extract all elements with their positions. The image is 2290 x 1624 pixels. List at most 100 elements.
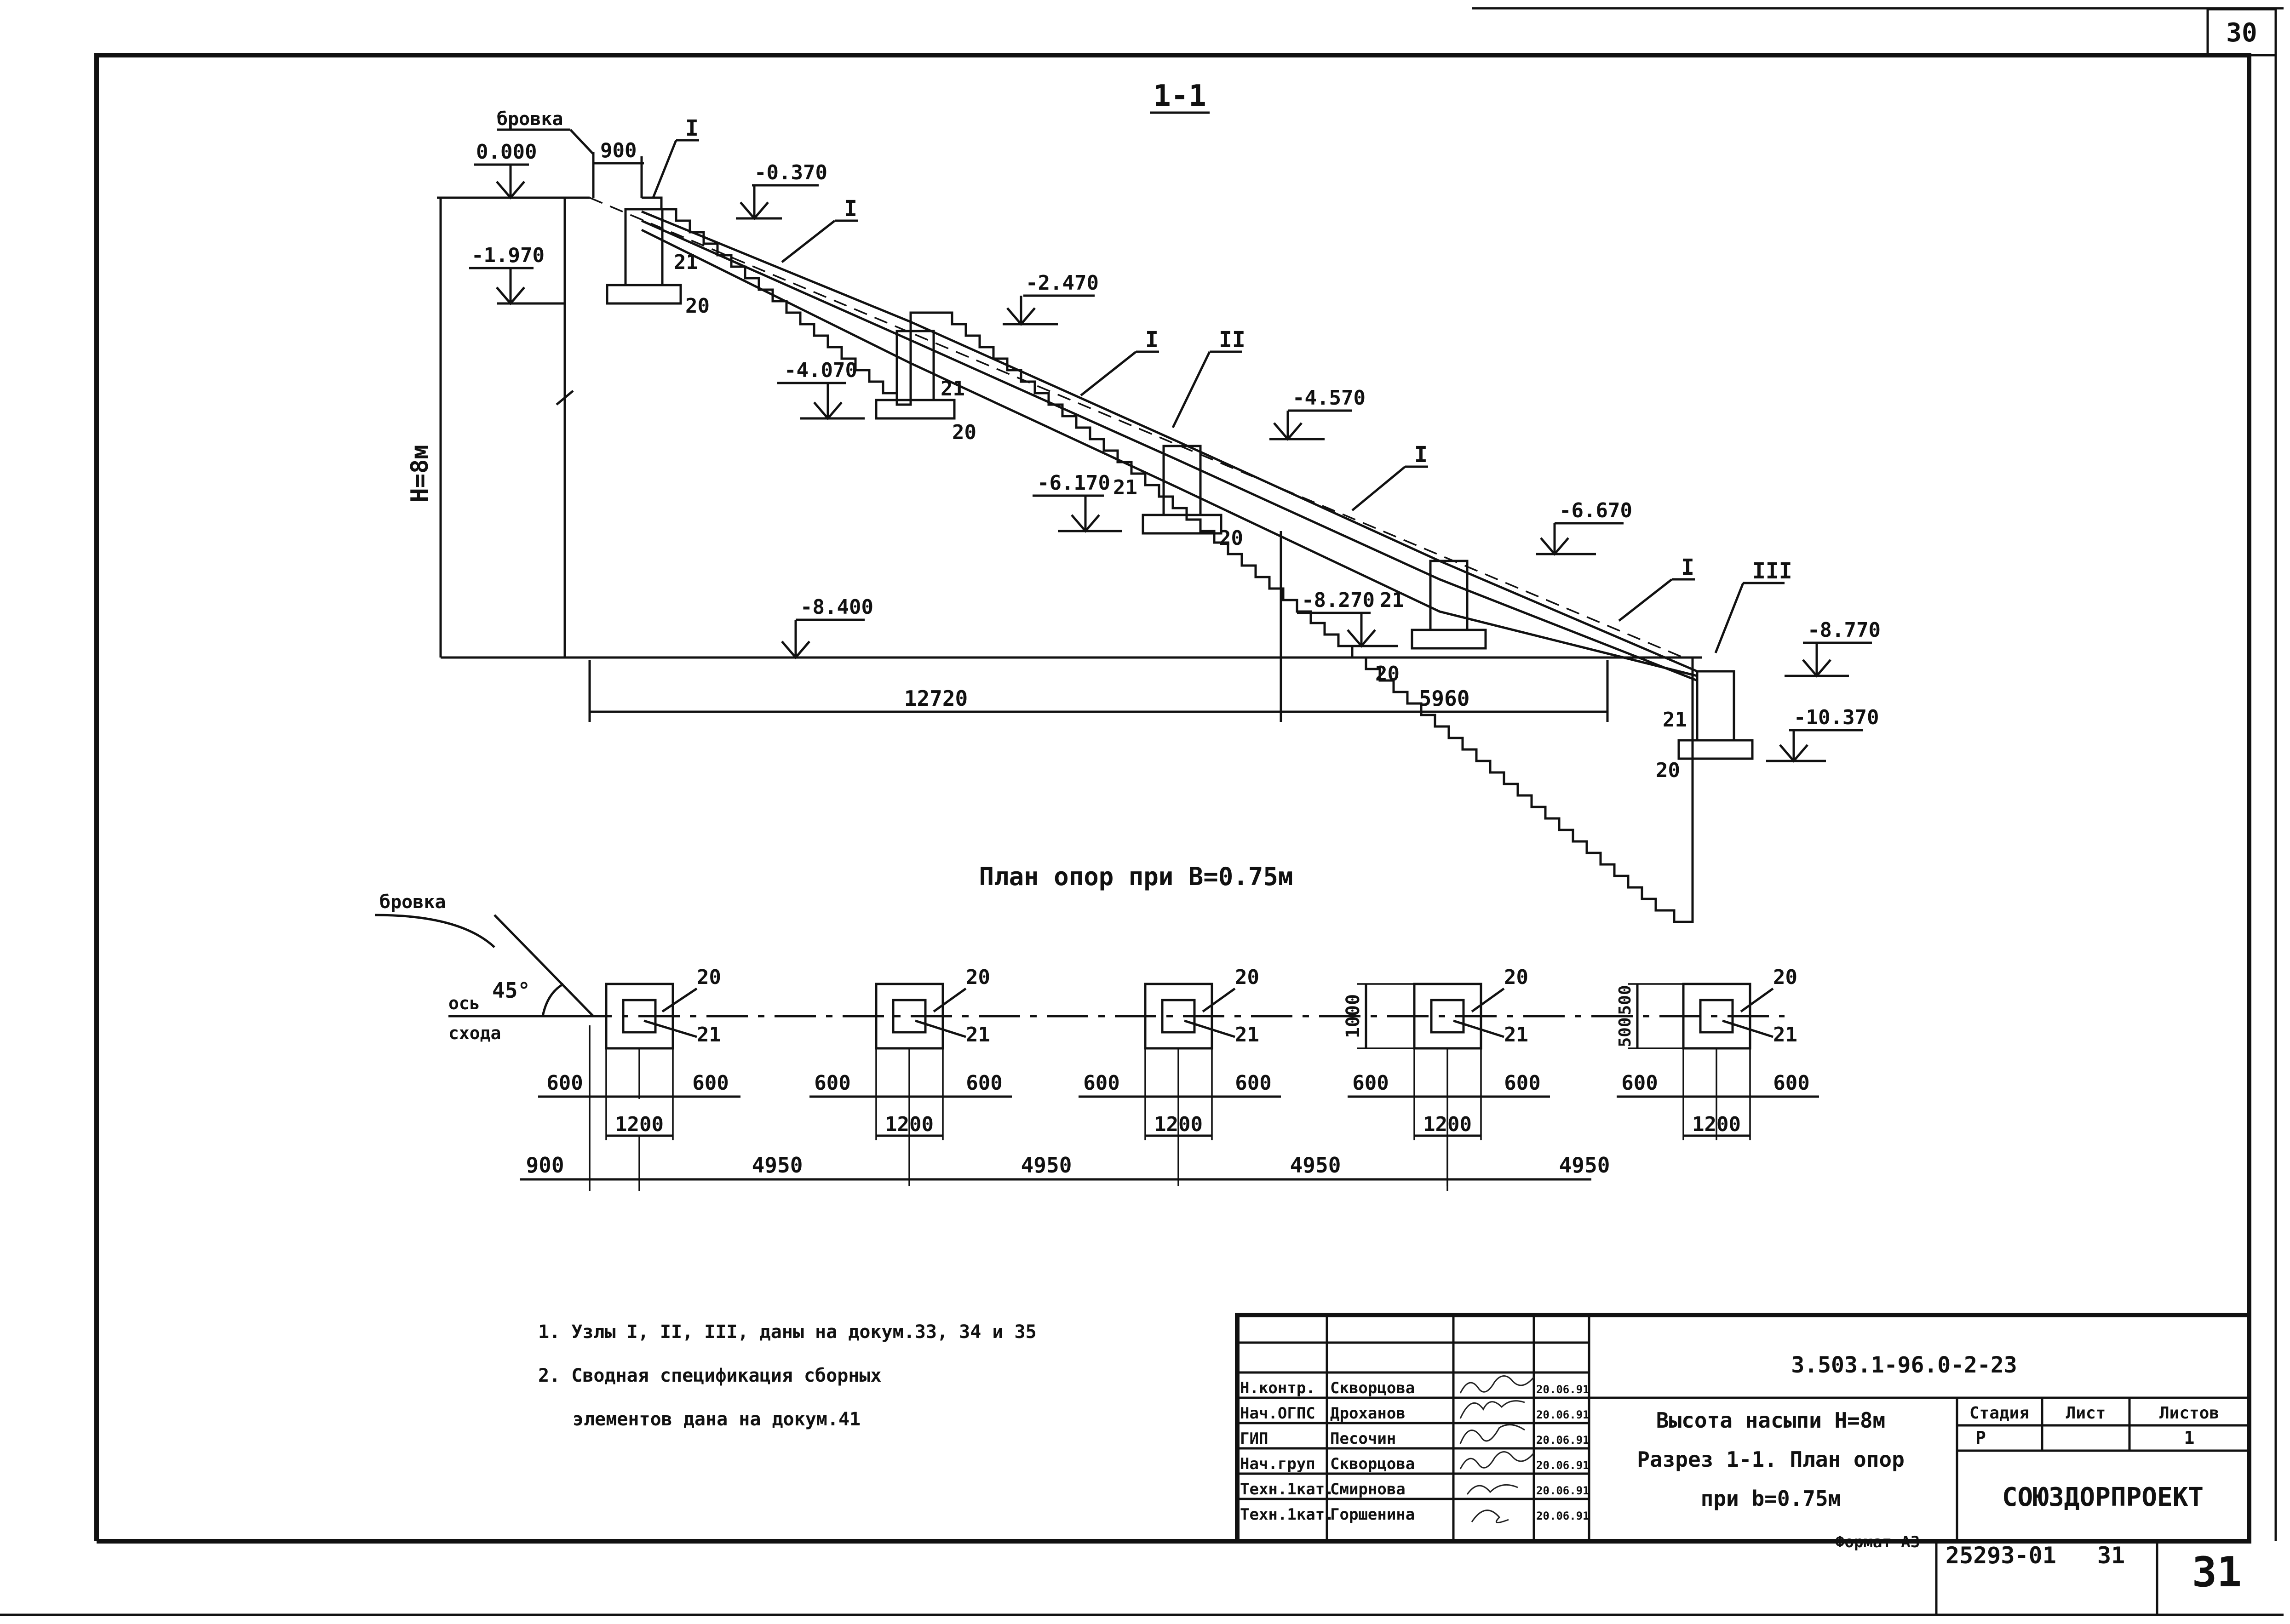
title-block: 3.503.1-96.0-2-23 Высота насыпи Н=8м Раз… <box>1235 1313 2251 1544</box>
dim-500: 500 <box>1616 985 1635 1015</box>
sig-role: Н.контр. <box>1240 1379 1315 1397</box>
dim-4950: 4950 <box>752 1153 803 1178</box>
part-20: 20 <box>685 294 710 318</box>
dim-600: 600 <box>1235 1071 1271 1095</box>
sig-name: Скворцова <box>1330 1379 1415 1397</box>
dim-12720: 12720 <box>904 686 968 711</box>
section-title: 1-1 <box>1153 79 1206 113</box>
part-21: 21 <box>697 1023 721 1046</box>
level-marker: -8.400 <box>781 595 873 659</box>
level-marker: -6.170 <box>1033 471 1122 533</box>
dim-600: 600 <box>692 1071 729 1095</box>
col-sheet: Лист <box>2066 1404 2106 1423</box>
dim-1000: 1000 <box>1343 994 1364 1038</box>
part-20: 20 <box>1375 662 1400 686</box>
section-support-4 <box>1411 560 1487 650</box>
level-markers: 0.000 -0.370 -1.970 -2.470 -4.070 -4.570… <box>469 140 1881 763</box>
node-label: I <box>1414 442 1428 468</box>
part-20: 20 <box>1773 966 1797 989</box>
bottom-strip: Формат А3 25293-01 31 31 <box>1835 1533 2242 1615</box>
plan-support-2 <box>875 983 944 1186</box>
dim-5960: 5960 <box>1419 686 1470 711</box>
plan-support-3 <box>1144 983 1213 1186</box>
sheet-number-top: 30 <box>2226 18 2257 48</box>
plan-support-5 <box>1682 983 1751 1140</box>
sig-date: 20.06.91 <box>1536 1408 1590 1421</box>
level-marker: -4.070 <box>777 359 865 420</box>
embankment-slope <box>589 197 1684 658</box>
sig-name: Смирнова <box>1330 1480 1406 1498</box>
dim-1200: 1200 <box>615 1113 664 1136</box>
drawing-title-line: Разрез 1-1. План опор <box>1637 1447 1905 1472</box>
sig-role: Техн.1кат. <box>1240 1505 1334 1524</box>
dim-1200: 1200 <box>1423 1113 1472 1136</box>
plan-title: План опор при В=0.75м <box>979 862 1293 891</box>
angle-label: 45° <box>492 978 530 1003</box>
node-label: I <box>844 196 857 222</box>
dim-900-top: 900 <box>600 139 637 162</box>
plan-support-1 <box>605 983 674 1140</box>
sheet-frame <box>0 7 2284 1616</box>
dim-4950: 4950 <box>1559 1153 1610 1178</box>
note-2: 2. Сводная спецификация сборных <box>538 1365 882 1386</box>
section-part-labels: 21 20 21 20 21 20 21 20 21 20 <box>674 251 1687 782</box>
dim-600: 600 <box>546 1071 583 1095</box>
plan-side-dims: 600 600 1200 600 600 1200 600 600 1200 6… <box>538 1071 1819 1137</box>
sig-date: 20.06.91 <box>1536 1459 1590 1472</box>
part-21: 21 <box>1113 476 1137 499</box>
stair-profile <box>642 196 1697 923</box>
signature-rows: Н.контр. Скворцова 20.06.91 Нач.ОГПС Дро… <box>1240 1379 1590 1524</box>
sig-date: 20.06.91 <box>1536 1383 1590 1396</box>
dim-600: 600 <box>814 1071 850 1095</box>
part-20: 20 <box>966 966 990 989</box>
section-bottom-dims: 12720 5960 <box>588 531 1609 722</box>
level-text: -4.570 <box>1292 386 1366 410</box>
level-text: -1.970 <box>471 244 545 267</box>
part-20: 20 <box>1504 966 1528 989</box>
sig-role: ГИП <box>1240 1430 1268 1448</box>
section-support-1 <box>606 208 682 305</box>
dim-600: 600 <box>1504 1071 1540 1095</box>
level-text: -6.670 <box>1559 499 1632 522</box>
level-marker: -6.670 <box>1536 499 1632 556</box>
sheet-number-bottom: 31 <box>2192 1548 2242 1596</box>
level-text: -2.470 <box>1026 271 1099 295</box>
dim-600: 600 <box>1352 1071 1389 1095</box>
dim-1200: 1200 <box>885 1113 934 1136</box>
level-marker: -4.570 <box>1269 386 1366 441</box>
level-text: -8.400 <box>800 595 873 619</box>
part-21: 21 <box>941 377 965 400</box>
section-support-2 <box>875 330 956 420</box>
level-text: -10.370 <box>1794 706 1879 729</box>
level-text: 0.000 <box>476 140 537 164</box>
level-marker: -0.370 <box>736 161 827 220</box>
stage-value: Р <box>1975 1428 1986 1448</box>
sig-name: Горшенина <box>1330 1505 1415 1524</box>
part-21: 21 <box>674 251 698 274</box>
sig-name: Песочин <box>1330 1430 1396 1448</box>
sheets-value: 1 <box>2184 1428 2195 1448</box>
col-stage: Стадия <box>1969 1404 2029 1423</box>
dim-600: 600 <box>1621 1071 1658 1095</box>
sig-date: 20.06.91 <box>1536 1484 1590 1497</box>
part-21: 21 <box>1380 589 1404 612</box>
col-sheets: Листов <box>2159 1404 2219 1423</box>
level-marker: -1.970 <box>469 244 566 305</box>
node-callouts: I I I II I I III <box>652 115 1792 653</box>
sig-date: 20.06.91 <box>1536 1434 1590 1447</box>
organization: СОЮЗДОРПРОЕКТ <box>2002 1482 2204 1512</box>
level-text: -6.170 <box>1037 471 1110 495</box>
level-marker: -2.470 <box>1003 271 1099 326</box>
note-2-cont: элементов дана на докум.41 <box>573 1409 861 1430</box>
level-marker: -8.270 <box>1297 589 1398 648</box>
note-1: 1. Узлы I, II, III, даны на докум.33, 34… <box>538 1321 1037 1343</box>
drawing-title-line: Высота насыпи Н=8м <box>1656 1408 1886 1433</box>
dim-4950: 4950 <box>1021 1153 1072 1178</box>
sig-role: Техн.1кат. <box>1240 1480 1334 1498</box>
node-label: II <box>1219 327 1245 353</box>
node-label: III <box>1752 558 1792 584</box>
section-support-3 <box>1142 445 1222 535</box>
dim-900: 900 <box>526 1153 564 1178</box>
level-marker: 0.000 <box>474 140 561 200</box>
